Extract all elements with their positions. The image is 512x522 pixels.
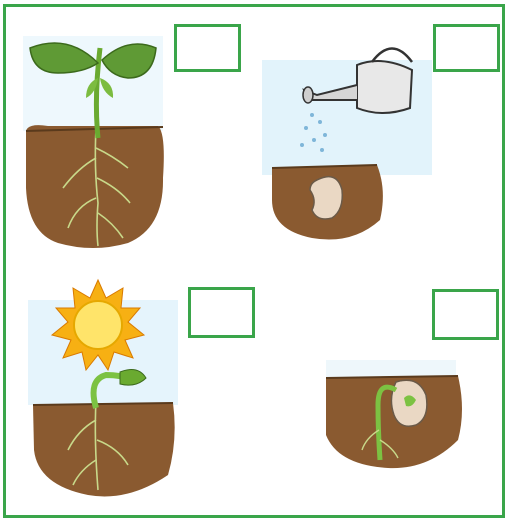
answer-box-2[interactable] <box>433 24 500 72</box>
answer-box-1[interactable] <box>174 24 241 72</box>
sprout-sun-illustration <box>28 280 178 505</box>
watering-seed-illustration <box>262 40 432 245</box>
answer-box-3[interactable] <box>188 287 255 338</box>
germinating-seed-illustration <box>318 360 468 475</box>
answer-box-4[interactable] <box>432 289 499 340</box>
grown-plant-illustration <box>18 28 168 253</box>
